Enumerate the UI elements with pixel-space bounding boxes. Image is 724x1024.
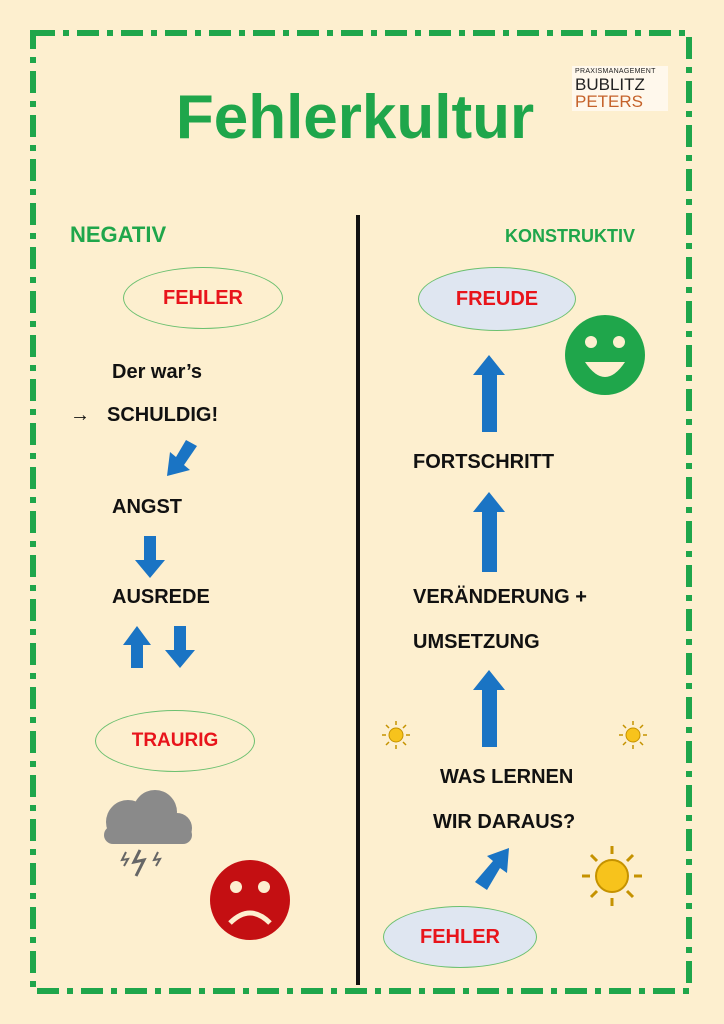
arrows [123,355,509,890]
ellipse-freude: FREUDE [418,267,576,331]
text-der-wars: Der war’s [112,361,203,383]
arrow-right-icon: → [70,404,90,426]
ellipse-traurig: TRAURIG [95,710,255,772]
logo-line1: BUBLITZ [575,75,645,94]
happy-face-icon [565,315,645,395]
sad-face-icon [210,860,290,940]
text-veraenderung: VERÄNDERUNG + [413,586,587,608]
ellipse-fehler-left: FEHLER [123,267,283,329]
heading-konstruktiv: KONSTRUKTIV [505,226,635,246]
dash-dot-border [30,30,692,994]
text-ausrede: AUSREDE [112,586,210,608]
logo: PRAXISMANAGEMENT BUBLITZ PETERS [572,66,668,111]
arrow-diagonal-down-left-icon [167,440,197,476]
sun-icon [382,721,410,749]
sun-large-icon [582,846,642,906]
text-fortschritt: FORTSCHRITT [413,451,555,473]
sun-icon [619,721,647,749]
text-was-lernen: WAS LERNEN [440,766,574,788]
logo-line2: PETERS [575,92,644,111]
logo-subtitle: PRAXISMANAGEMENT [575,68,656,75]
arrow-up-icon [123,626,151,668]
arrow-diagonal-up-right-icon [475,848,509,890]
storm-cloud-icon [104,790,192,877]
arrow-up-icon [473,492,505,572]
text-schuldig: SCHULDIG! [107,404,219,426]
ellipse-fehler-right: FEHLER [383,906,537,968]
text-angst: ANGST [112,496,182,518]
page-title: Fehlerkultur [175,83,535,152]
arrow-down-icon [135,536,165,578]
heading-negativ: NEGATIV [70,222,167,247]
text-umsetzung: UMSETZUNG [413,631,540,653]
arrow-up-icon [473,355,505,432]
text-wir-daraus: WIR DARAUS? [433,811,576,833]
arrow-down-icon [165,626,195,668]
arrow-up-icon [473,670,505,747]
